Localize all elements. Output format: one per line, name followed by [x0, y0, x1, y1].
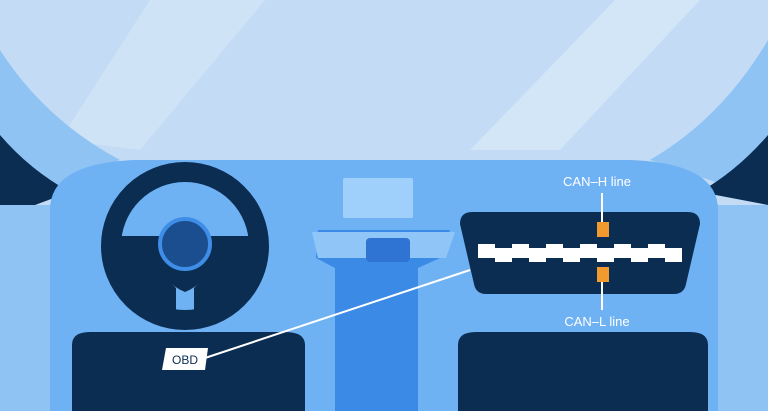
- glare-streak-left: [60, 0, 265, 150]
- air-vent-grille: [366, 238, 410, 262]
- right-side-window: [700, 135, 768, 205]
- right-pillar-frame: [650, 40, 768, 200]
- obd-connector-enlarged: [460, 212, 700, 294]
- infotainment-screen: [343, 178, 413, 218]
- steering-spoke-right: [194, 236, 258, 320]
- steering-center-cap: [158, 217, 212, 271]
- obd-pin-strip: [478, 244, 682, 262]
- glare-streak-right: [470, 0, 700, 150]
- steering-wheel: [101, 162, 269, 330]
- can-l-pin-highlight: [597, 267, 609, 282]
- obd-label: OBD: [172, 353, 198, 367]
- left-footwell: [72, 332, 305, 411]
- can-l-label: CAN–L line: [564, 314, 629, 329]
- can-h-pin-highlight: [597, 222, 609, 237]
- obd-pointer-line: [204, 269, 471, 359]
- center-console: [316, 230, 450, 411]
- steering-rim: [101, 162, 269, 330]
- obd-label-tag: [162, 348, 208, 370]
- can-h-label: CAN–H line: [563, 174, 631, 189]
- right-footwell: [458, 332, 708, 411]
- steering-spoke-left: [112, 236, 176, 320]
